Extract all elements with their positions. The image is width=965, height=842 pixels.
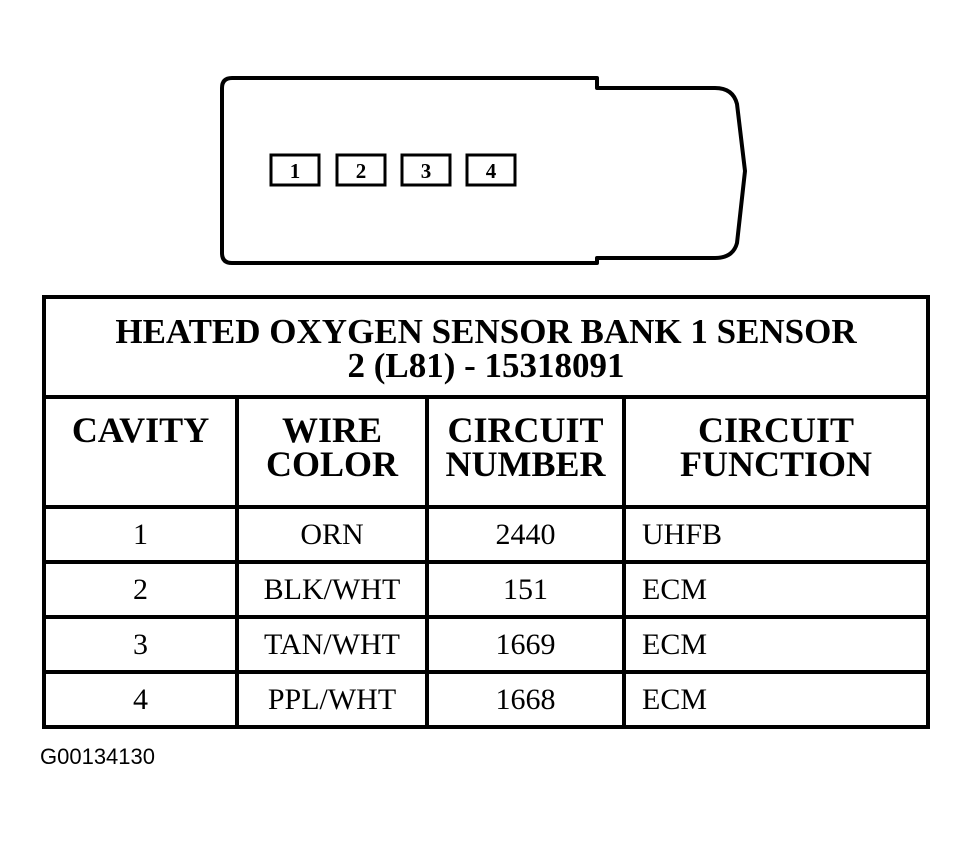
pin-1: 1 <box>269 153 321 187</box>
table-row: 1 ORN 2440 UHFB <box>42 505 930 564</box>
pin-3: 3 <box>400 153 452 187</box>
cavity-cell: 1 <box>42 505 239 564</box>
wire-color-cell: PPL/WHT <box>235 670 429 729</box>
pin-2-label: 2 <box>356 159 367 183</box>
cavity-cell: 3 <box>42 615 239 674</box>
table-title: HEATED OXYGEN SENSOR BANK 1 SENSOR 2 (L8… <box>42 295 930 399</box>
circuit-function-cell: ECM <box>622 560 930 619</box>
pinout-table: HEATED OXYGEN SENSOR BANK 1 SENSOR 2 (L8… <box>42 295 930 729</box>
table-title-line-1: HEATED OXYGEN SENSOR BANK 1 SENSOR <box>115 312 857 351</box>
header-cavity: CAVITY <box>42 395 239 509</box>
header-cavity-label: CAVITY <box>71 410 210 450</box>
header-circuit-number: CIRCUIT NUMBER <box>425 395 626 509</box>
header-circuit-number-line-2: NUMBER <box>445 444 606 484</box>
header-circuit-function-line-1: CIRCUIT <box>697 410 855 450</box>
table-row: 4 PPL/WHT 1668 ECM <box>42 670 930 729</box>
cavity-cell: 2 <box>42 560 239 619</box>
pin-4: 4 <box>465 153 517 187</box>
circuit-function-cell: ECM <box>622 615 930 674</box>
circuit-number-cell: 1669 <box>425 615 626 674</box>
circuit-function-cell: ECM <box>622 670 930 729</box>
header-wire-color-line-2: COLOR <box>265 444 398 484</box>
header-circuit-number-line-1: CIRCUIT <box>447 410 604 450</box>
table-title-row: HEATED OXYGEN SENSOR BANK 1 SENSOR 2 (L8… <box>42 295 930 399</box>
table-header-row: CAVITY WIRE COLOR CIRCUIT NUMBER CIRCUIT… <box>42 395 930 509</box>
header-wire-color-line-1: WIRE <box>281 410 383 450</box>
figure-id-label: G00134130 <box>40 744 155 769</box>
pin-3-label: 3 <box>421 159 432 183</box>
wire-color-cell: ORN <box>235 505 429 564</box>
connector-diagram: 1 2 3 4 <box>220 76 747 265</box>
circuit-function-cell: UHFB <box>622 505 930 564</box>
circuit-number-cell: 151 <box>425 560 626 619</box>
table-title-line-2: 2 (L81) - 15318091 <box>347 346 625 385</box>
circuit-number-cell: 1668 <box>425 670 626 729</box>
cavity-cell: 4 <box>42 670 239 729</box>
header-circuit-function: CIRCUIT FUNCTION <box>622 395 930 509</box>
pin-1-label: 1 <box>290 159 301 183</box>
wire-color-cell: BLK/WHT <box>235 560 429 619</box>
table-row: 2 BLK/WHT 151 ECM <box>42 560 930 619</box>
pin-2: 2 <box>335 153 387 187</box>
header-circuit-function-line-2: FUNCTION <box>679 444 872 484</box>
header-wire-color: WIRE COLOR <box>235 395 429 509</box>
circuit-number-cell: 2440 <box>425 505 626 564</box>
pin-4-label: 4 <box>486 159 497 183</box>
wire-color-cell: TAN/WHT <box>235 615 429 674</box>
table-row: 3 TAN/WHT 1669 ECM <box>42 615 930 674</box>
